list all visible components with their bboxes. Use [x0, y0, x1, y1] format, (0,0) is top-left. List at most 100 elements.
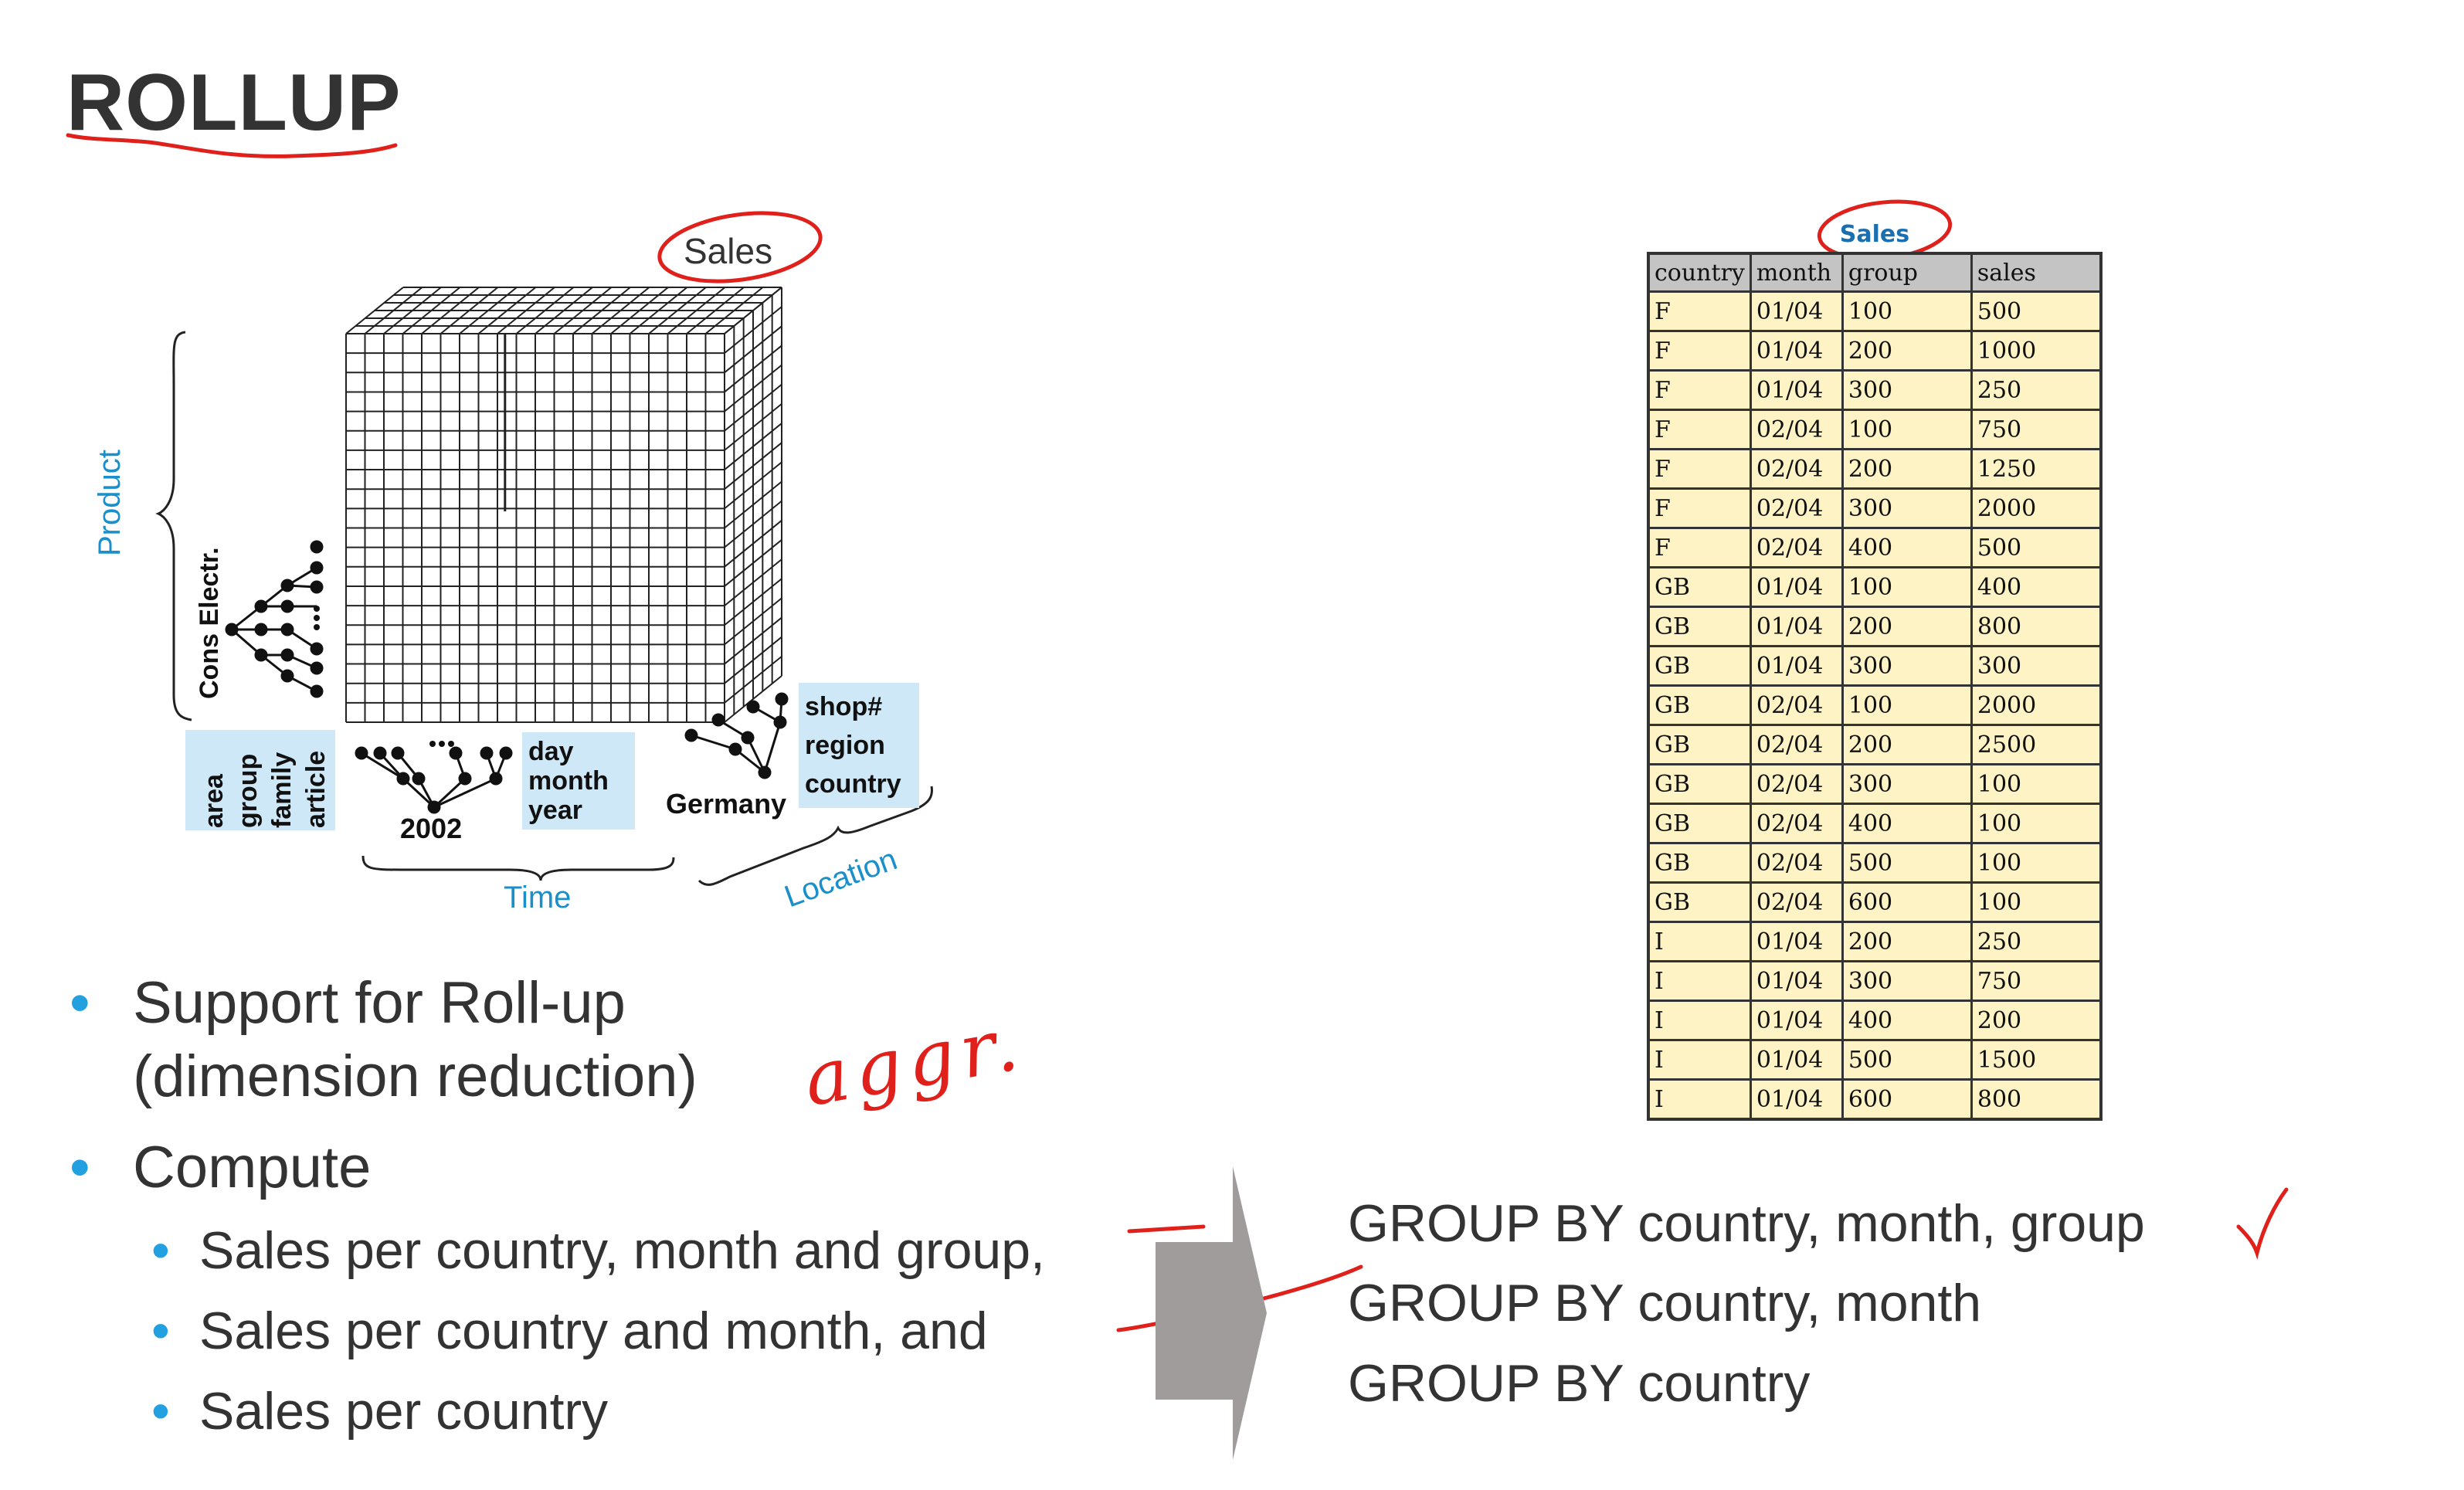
column-header-sales: sales: [1970, 252, 2103, 293]
cell-group: 400: [1841, 803, 1973, 844]
cell-country: GB: [1647, 842, 1752, 884]
cell-sales: 100: [1970, 842, 2103, 884]
column-header-group: group: [1841, 252, 1973, 293]
cell-month: 02/04: [1749, 409, 1844, 450]
cell-month: 01/04: [1749, 1000, 1844, 1041]
location-level-shop: shop#: [805, 692, 883, 721]
time-levels-box: day month year: [522, 732, 635, 830]
bullet-rollup-line2: (dimension reduction): [133, 1044, 697, 1109]
cell-sales: 1500: [1970, 1039, 2103, 1081]
cell-group: 500: [1841, 1039, 1973, 1081]
cell-month: 01/04: [1749, 606, 1844, 647]
cell-group: 100: [1841, 290, 1973, 332]
cell-group: 600: [1841, 1078, 1973, 1121]
sub-bullet-dot-1: •: [151, 1221, 170, 1280]
cell-sales: 1250: [1970, 448, 2103, 490]
arrow-shape: [1156, 1166, 1267, 1460]
pen-stroke-1: [1127, 1224, 1206, 1234]
time-level-month: month: [528, 766, 609, 796]
time-level-year: year: [528, 796, 582, 825]
cell-group: 600: [1841, 881, 1973, 923]
sub-bullet-dot-2: •: [151, 1302, 170, 1360]
location-level-country: country: [805, 769, 901, 799]
cell-country: GB: [1647, 763, 1752, 805]
sub-bullet-country: Sales per country: [199, 1382, 609, 1441]
sql-group-by-2: GROUP BY country, month: [1348, 1274, 1982, 1332]
cell-month: 02/04: [1749, 527, 1844, 569]
cell-sales: 500: [1970, 290, 2103, 332]
cell-month: 02/04: [1749, 724, 1844, 765]
cell-sales: 250: [1970, 369, 2103, 411]
cell-sales: 500: [1970, 527, 2103, 569]
title-underline: [66, 133, 398, 158]
product-level-area: area: [199, 774, 229, 828]
sub-bullet-country-month: Sales per country and month, and: [199, 1302, 988, 1360]
cell-sales: 100: [1970, 803, 2103, 844]
ellipsis-dots: [314, 606, 454, 747]
cell-group: 200: [1841, 330, 1973, 372]
sql-group-by-3: GROUP BY country: [1348, 1354, 1811, 1413]
cell-sales: 300: [1970, 645, 2103, 687]
cell-sales: 2000: [1970, 684, 2103, 726]
cell-month: 01/04: [1749, 330, 1844, 372]
bullet-dot-1: •: [70, 970, 90, 1036]
cell-sales: 400: [1970, 566, 2103, 608]
cell-country: F: [1647, 290, 1752, 332]
cell-sales: 750: [1970, 960, 2103, 1002]
cell-group: 200: [1841, 448, 1973, 490]
cube-sales-circle: [657, 211, 823, 283]
cell-month: 01/04: [1749, 1039, 1844, 1081]
cell-month: 01/04: [1749, 960, 1844, 1002]
cell-month: 02/04: [1749, 684, 1844, 726]
product-hierarchy-tree: [225, 540, 324, 698]
time-example-label: 2002: [400, 813, 463, 844]
cell-group: 400: [1841, 527, 1973, 569]
cell-group: 500: [1841, 842, 1973, 884]
cell-country: F: [1647, 369, 1752, 411]
cell-country: F: [1647, 527, 1752, 569]
cell-month: 01/04: [1749, 566, 1844, 608]
cell-sales: 250: [1970, 921, 2103, 962]
cell-country: I: [1647, 1000, 1752, 1041]
sub-bullet-country-month-group: Sales per country, month and group,: [199, 1221, 1045, 1280]
cell-country: F: [1647, 448, 1752, 490]
cell-sales: 800: [1970, 606, 2103, 647]
cell-group: 300: [1841, 960, 1973, 1002]
time-level-day: day: [528, 737, 574, 766]
cell-group: 100: [1841, 566, 1973, 608]
cell-sales: 2000: [1970, 487, 2103, 529]
cell-country: F: [1647, 330, 1752, 372]
cell-country: GB: [1647, 881, 1752, 923]
product-levels-box: [185, 730, 335, 830]
time-brace: [361, 855, 675, 881]
cell-country: GB: [1647, 566, 1752, 608]
cell-country: GB: [1647, 645, 1752, 687]
cell-month: 01/04: [1749, 290, 1844, 332]
cell-group: 200: [1841, 921, 1973, 962]
cell-group: 300: [1841, 645, 1973, 687]
bullet-rollup-line1: Support for Roll-up: [133, 970, 626, 1036]
cell-month: 01/04: [1749, 369, 1844, 411]
cell-group: 300: [1841, 763, 1973, 805]
location-levels-box: shop# region country: [799, 683, 919, 808]
cell-month: 02/04: [1749, 448, 1844, 490]
cube-measure-label: Sales: [684, 231, 773, 271]
cell-month: 02/04: [1749, 881, 1844, 923]
cell-country: F: [1647, 409, 1752, 450]
